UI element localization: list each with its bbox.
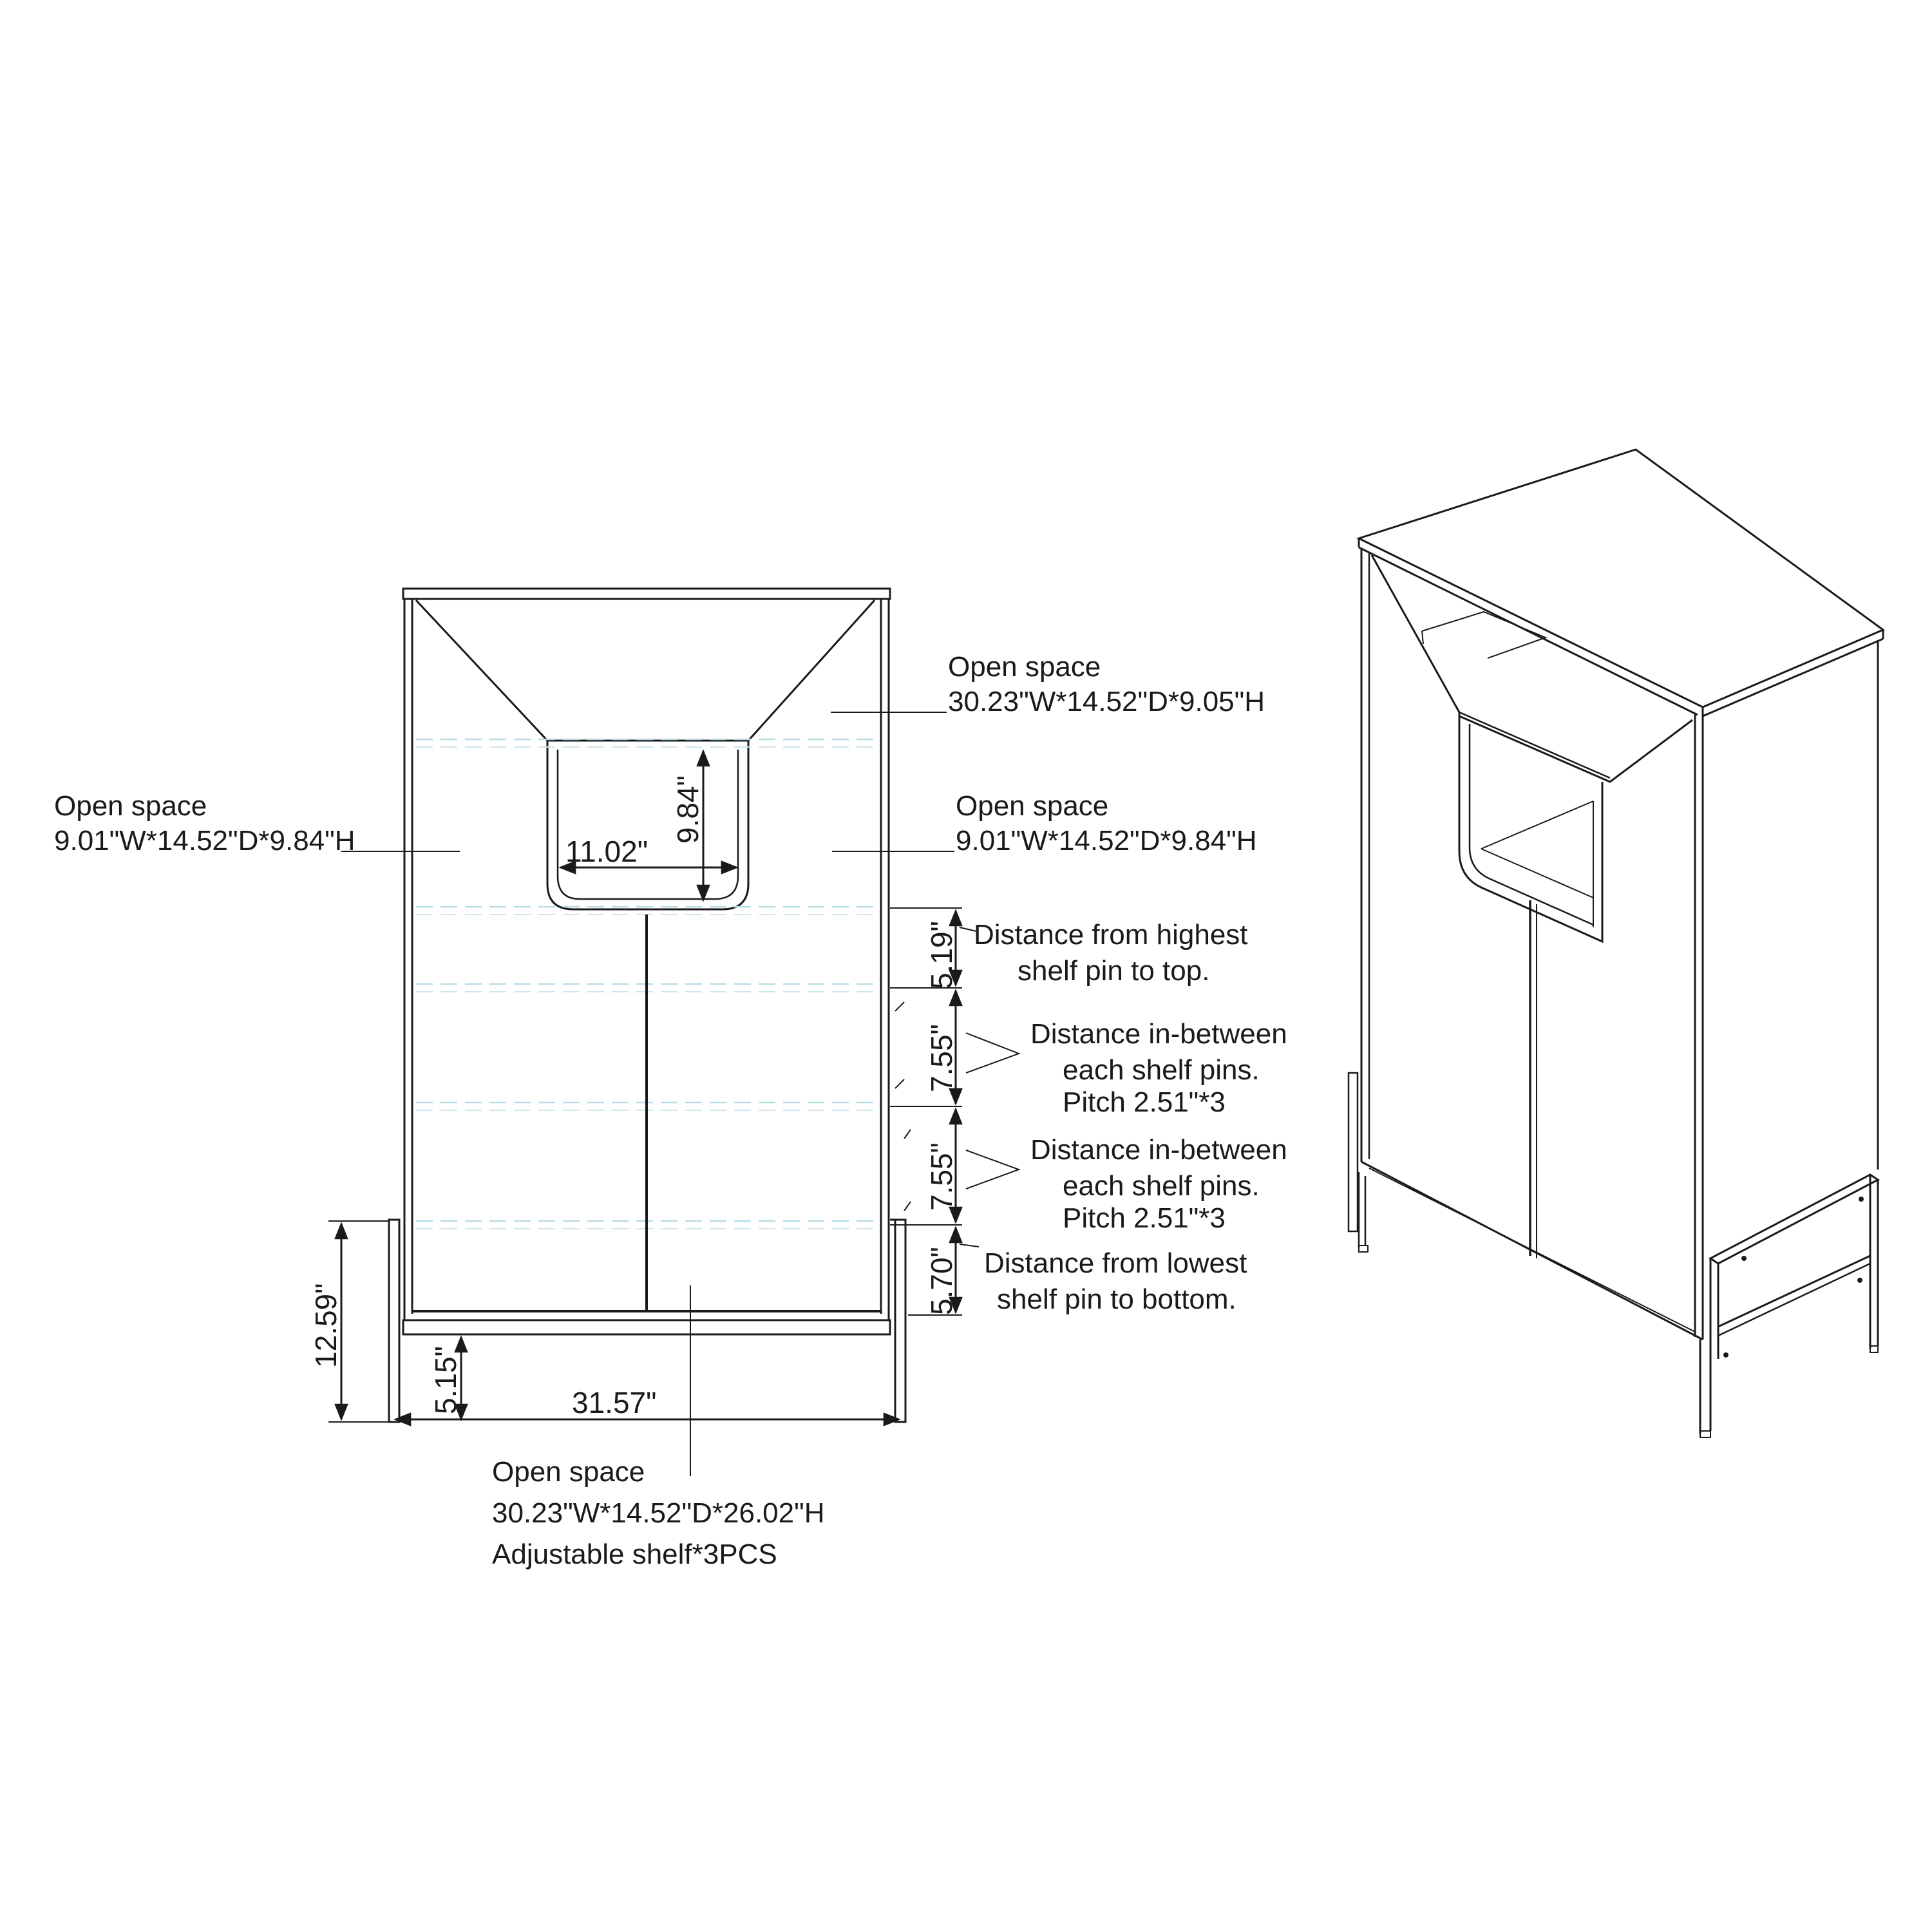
leg-height-label: 12.59": [309, 1283, 343, 1368]
pin-to-bottom-label: 5.70": [925, 1247, 958, 1315]
niche-width-label: 11.02": [565, 835, 648, 868]
bottom-pin-line2: shelf pin to bottom.: [997, 1283, 1236, 1315]
top-pin-line1: Distance from highest: [974, 919, 1248, 951]
shelf-pin-dimensions: 5.19" 7.55" 7.55" 5.70" Distance from hi…: [890, 907, 1287, 1316]
between-b-line3: Pitch 2.51"*3: [1063, 1202, 1226, 1234]
pin-to-top-label: 5.19": [925, 921, 958, 989]
bottom-space-shelves: Adjustable shelf*3PCS: [492, 1539, 777, 1570]
between-b-line2: each shelf pins.: [1063, 1170, 1260, 1202]
between-a-line1: Distance in-between: [1030, 1018, 1287, 1050]
bottom-space-title: Open space: [492, 1456, 645, 1488]
right-space-title: Open space: [956, 790, 1108, 822]
open-space-callouts: Open space 30.23"W*14.52"D*9.05"H Open s…: [54, 651, 1265, 1570]
pin-pitch-b-label: 7.55": [925, 1142, 958, 1211]
top-space-dims: 30.23"W*14.52"D*9.05"H: [948, 686, 1265, 717]
isometric-view: [1347, 448, 1886, 1438]
right-space-dims: 9.01"W*14.52"D*9.84"H: [956, 825, 1257, 857]
overall-width-label: 31.57": [572, 1386, 656, 1419]
niche-height-label: 9.84": [671, 775, 705, 844]
base-dimensions: 12.59" 5.15" 31.57": [309, 1220, 901, 1426]
niche-dimensions: 11.02" 9.84": [558, 749, 739, 902]
left-space-title: Open space: [54, 790, 207, 822]
left-space-dims: 9.01"W*14.52"D*9.84"H: [54, 825, 355, 857]
bottom-space-dims: 30.23"W*14.52"D*26.02"H: [492, 1497, 825, 1529]
bottom-pin-line1: Distance from lowest: [984, 1247, 1247, 1279]
between-b-line1: Distance in-between: [1030, 1134, 1287, 1166]
between-a-line3: Pitch 2.51"*3: [1063, 1086, 1226, 1118]
top-space-title: Open space: [948, 651, 1101, 683]
floor-clearance-label: 5.15": [429, 1346, 462, 1414]
between-a-line2: each shelf pins.: [1063, 1054, 1260, 1086]
pin-pitch-a-label: 7.55": [925, 1024, 958, 1092]
front-view: [388, 587, 907, 1423]
top-pin-line2: shelf pin to top.: [1018, 955, 1209, 987]
